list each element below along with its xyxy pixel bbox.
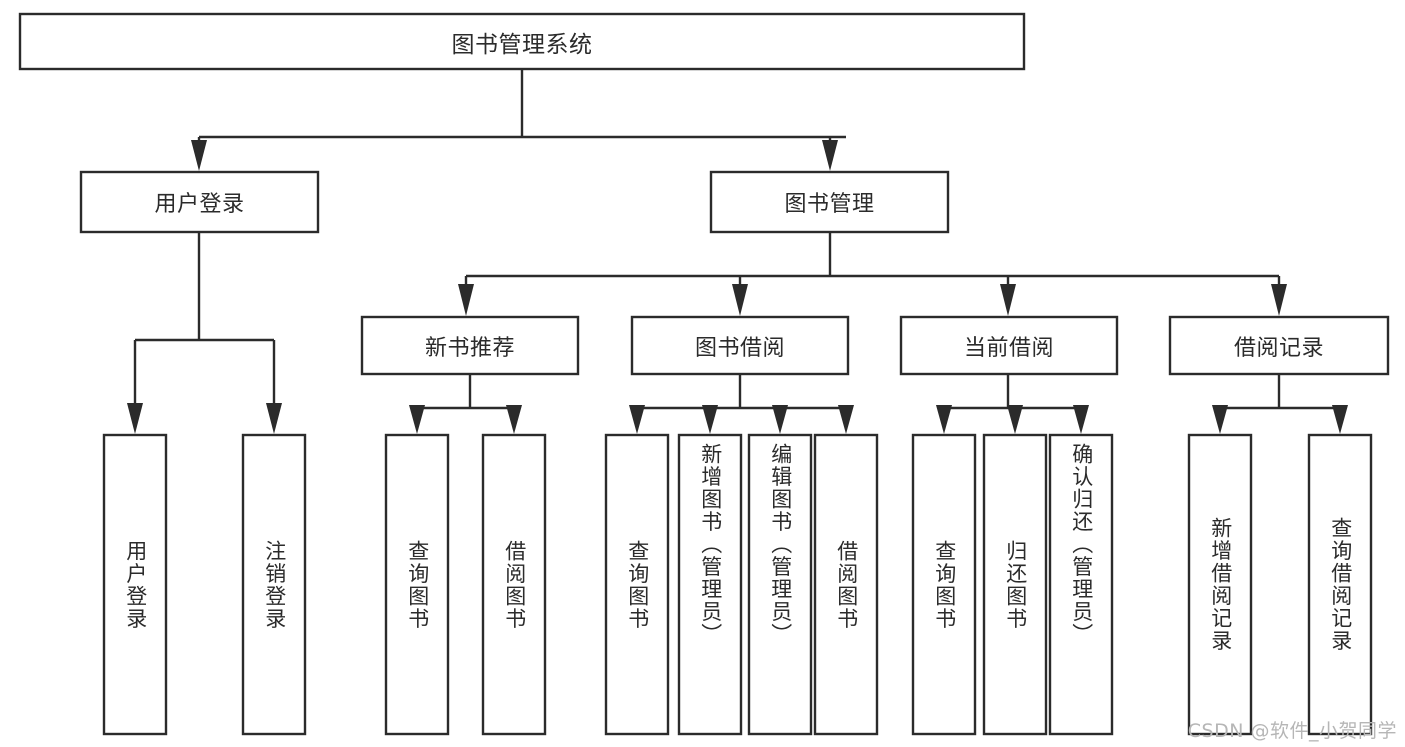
leaf-query-book-current[interactable] bbox=[911, 433, 977, 736]
edge-current-to-leaves bbox=[936, 374, 1089, 434]
leaf-borrow-book-newbook[interactable] bbox=[481, 433, 547, 736]
leaf-borrow-book[interactable] bbox=[813, 433, 879, 736]
node-new-book-recommend[interactable] bbox=[360, 315, 580, 376]
node-current-borrow[interactable] bbox=[899, 315, 1119, 376]
node-book-borrow[interactable] bbox=[630, 315, 850, 376]
edge-borrow-to-leaves bbox=[629, 374, 854, 434]
node-book-management[interactable] bbox=[709, 170, 950, 234]
leaf-user-login[interactable] bbox=[102, 433, 168, 736]
leaf-query-borrow-record[interactable] bbox=[1307, 433, 1373, 736]
edge-records-to-leaves bbox=[1212, 374, 1348, 434]
node-user-login[interactable] bbox=[79, 170, 320, 234]
leaf-add-book-admin[interactable] bbox=[677, 433, 743, 736]
leaf-query-book-newbook[interactable] bbox=[384, 433, 450, 736]
edge-newbook-to-leaves bbox=[409, 374, 522, 434]
leaf-add-borrow-record[interactable] bbox=[1187, 433, 1253, 736]
leaf-confirm-return-admin[interactable] bbox=[1048, 433, 1114, 736]
node-root[interactable] bbox=[18, 12, 1026, 71]
leaf-query-book-borrow[interactable] bbox=[604, 433, 670, 736]
edge-booksmgmt-to-level3 bbox=[458, 232, 1287, 316]
edge-root-to-level2 bbox=[191, 69, 846, 171]
leaf-user-logout[interactable] bbox=[241, 433, 307, 736]
node-borrow-records[interactable] bbox=[1168, 315, 1390, 376]
leaf-edit-book-admin[interactable] bbox=[747, 433, 813, 736]
leaf-return-book[interactable] bbox=[982, 433, 1048, 736]
edge-userlogin-to-leaves bbox=[127, 232, 282, 434]
